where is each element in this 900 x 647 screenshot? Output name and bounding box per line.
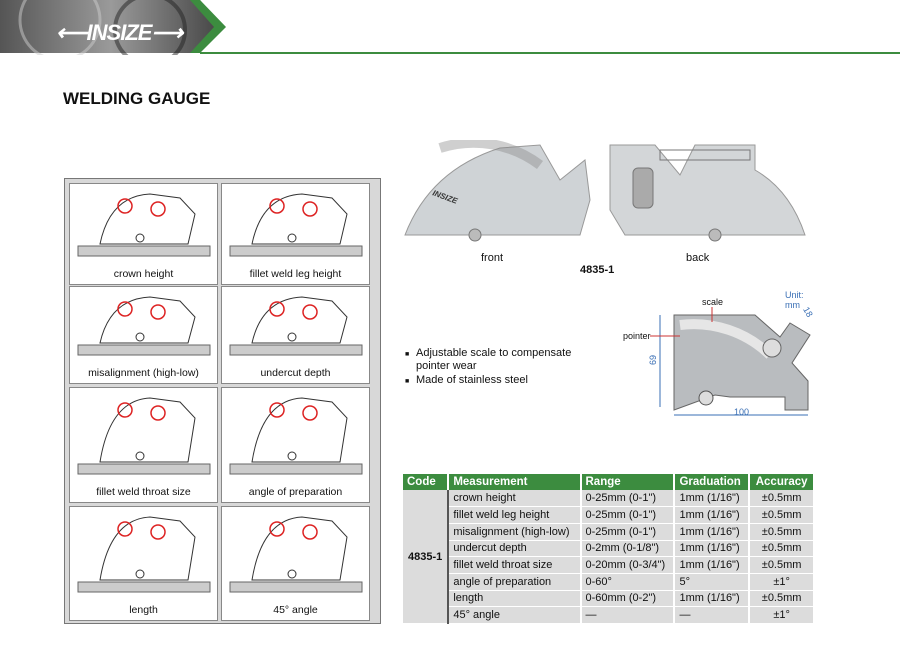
diagram-label: undercut depth <box>260 367 331 379</box>
table-cell: — <box>580 606 676 624</box>
feature-item: Made of stainless steel <box>405 374 595 388</box>
table-cell: ±0.5mm <box>749 556 815 574</box>
gauge-illustration <box>229 516 363 593</box>
table-cell: crown height <box>448 490 582 508</box>
table-cell: length <box>448 590 582 608</box>
gauge-illustration <box>229 193 363 257</box>
table-cell: 45° angle <box>448 606 582 624</box>
table-cell: 0-20mm (0-3/4") <box>580 556 676 574</box>
table-cell: 1mm (1/16") <box>674 540 751 558</box>
diagram-cell: length <box>69 506 218 621</box>
table-cell: ±1° <box>749 573 815 591</box>
diagram-label: misalignment (high-low) <box>88 367 199 379</box>
brand-logo: ⟵INSIZE⟶ <box>56 20 183 45</box>
table-row: 45° angle——±1° <box>403 606 815 624</box>
gauge-illustration <box>229 397 363 475</box>
gauge-illustration <box>77 397 211 475</box>
diagram-label: fillet weld leg height <box>249 268 342 280</box>
table-cell: fillet weld leg height <box>448 506 582 524</box>
scale-label: scale <box>702 297 724 307</box>
table-cell: ±1° <box>749 606 815 624</box>
column-header: Range <box>580 474 676 490</box>
table-cell: ±0.5mm <box>749 523 815 541</box>
dimension-drawing: Unit: mm scale pointer 69 100 18 <box>610 285 820 420</box>
table-cell: ±0.5mm <box>749 590 815 608</box>
diagram-cell: fillet weld throat size <box>69 387 218 503</box>
table-cell: 0-60mm (0-2") <box>580 590 676 608</box>
table-cell: ±0.5mm <box>749 540 815 558</box>
feature-item: Adjustable scale to compensate pointer w… <box>405 347 595 373</box>
table-cell: 1mm (1/16") <box>674 523 751 541</box>
unit-label: Unit: mm <box>785 290 804 310</box>
column-header: Code <box>403 474 450 490</box>
table-cell: angle of preparation <box>448 573 582 591</box>
model-number: 4835-1 <box>580 264 615 276</box>
table-row: misalignment (high-low)0-25mm (0-1")1mm … <box>403 523 815 541</box>
table-cell: 5° <box>674 573 751 591</box>
back-label: back <box>686 252 710 264</box>
table-cell: 1mm (1/16") <box>674 556 751 574</box>
table-cell: 0-60° <box>580 573 676 591</box>
table-cell: 0-25mm (0-1") <box>580 490 676 508</box>
back-photo <box>605 140 810 250</box>
table-cell: ±0.5mm <box>749 506 815 524</box>
usage-diagram-grid: crown height fillet weld leg height misali… <box>64 178 381 624</box>
gauge-illustration <box>229 296 363 356</box>
diagram-label: crown height <box>113 268 174 280</box>
height-dimension: 69 <box>648 354 659 366</box>
table-cell: — <box>674 606 751 624</box>
diagram-cell: angle of preparation <box>221 387 370 503</box>
table-cell: misalignment (high-low) <box>448 523 582 541</box>
diagram-cell: misalignment (high-low) <box>69 286 218 384</box>
header-banner: ⟵INSIZE⟶ <box>0 0 900 67</box>
table-cell: 1mm (1/16") <box>674 590 751 608</box>
code-cell: 4835-1 <box>403 490 450 624</box>
column-header: Accuracy <box>749 474 815 490</box>
gauge-illustration <box>77 296 211 356</box>
column-header: Measurement <box>448 474 582 490</box>
diagram-label: angle of preparation <box>248 486 343 498</box>
diagram-cell: crown height <box>69 183 218 285</box>
table-cell: 0-2mm (0-1/8") <box>580 540 676 558</box>
gauge-illustration <box>77 516 211 593</box>
table-cell: 0-25mm (0-1") <box>580 506 676 524</box>
front-label: front <box>481 252 504 264</box>
table-cell: 1mm (1/16") <box>674 490 751 508</box>
diagram-label: 45° angle <box>273 604 318 616</box>
table-cell: 0-25mm (0-1") <box>580 523 676 541</box>
table-cell: undercut depth <box>448 540 582 558</box>
width-dimension: 100 <box>734 407 750 417</box>
diagram-label: length <box>129 604 158 616</box>
gauge-illustration <box>77 193 211 257</box>
table-cell: ±0.5mm <box>749 490 815 508</box>
front-photo: INSIZE <box>400 137 600 250</box>
diagram-label: fillet weld throat size <box>96 486 191 498</box>
page-title: WELDING GAUGE <box>63 89 211 108</box>
column-header: Graduation <box>674 474 751 490</box>
table-cell: fillet weld throat size <box>448 556 582 574</box>
diagram-cell: undercut depth <box>221 286 370 384</box>
diagram-cell: fillet weld leg height <box>221 183 370 285</box>
diagram-cell: 45° angle <box>221 506 370 621</box>
pointer-label: pointer <box>623 331 651 341</box>
table-cell: 1mm (1/16") <box>674 506 751 524</box>
